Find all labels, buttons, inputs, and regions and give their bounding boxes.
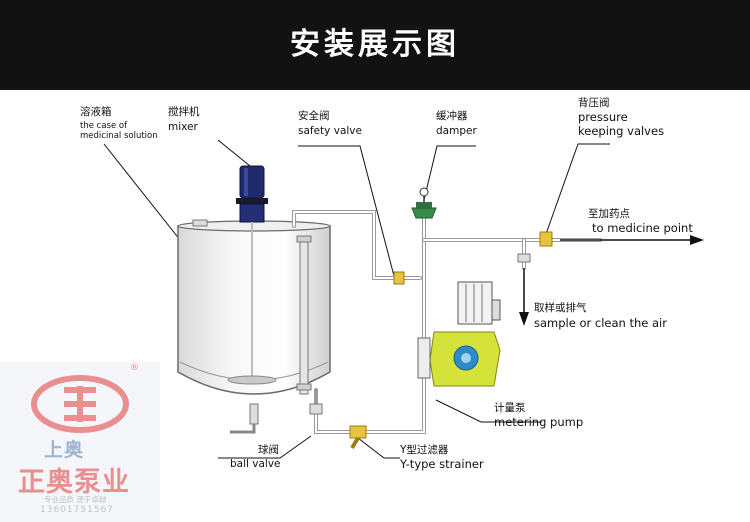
- label-pressure-en2: keeping valves: [578, 124, 665, 138]
- label-mixer-cn: 搅拌机: [168, 106, 200, 118]
- brand-name-1: 上奥: [44, 439, 85, 461]
- title-banner: 安装展示图: [0, 0, 750, 90]
- safety-valve: [393, 271, 405, 285]
- brand-watermark-logo: [0, 362, 160, 522]
- label-pump-cn: 计量泵: [494, 402, 526, 414]
- pipework: [292, 210, 602, 434]
- leader-lines: [103, 139, 610, 459]
- label-pump-en: metering pump: [494, 415, 584, 429]
- label-strainer-en: Y-type strainer: [400, 457, 484, 471]
- label-medicine-en: to medicine point: [592, 221, 693, 235]
- label-safety-en: safety valve: [298, 125, 362, 137]
- label-tank-cn: 溶液箱: [80, 106, 112, 118]
- damper: [411, 187, 437, 219]
- page-title: 安装展示图: [290, 27, 460, 62]
- label-damper-en: damper: [436, 125, 477, 137]
- label-pressure-cn: 背压阀: [578, 97, 610, 109]
- solution-tank: [177, 219, 331, 434]
- brand-slogan: 专业品质 源于卓越: [44, 495, 107, 504]
- installation-diagram: [103, 139, 704, 459]
- registered-mark: ®: [130, 363, 139, 373]
- brand-phone: 13601751567: [40, 505, 114, 515]
- pressure-valve: [539, 231, 553, 247]
- label-ball-en: ball valve: [230, 458, 281, 470]
- label-sample-en: sample or clean the air: [534, 316, 667, 330]
- label-safety-cn: 安全阀: [298, 110, 330, 122]
- metering-pump: [417, 281, 501, 387]
- label-damper-cn: 缓冲器: [436, 110, 468, 122]
- label-sample-cn: 取样或排气: [534, 302, 587, 314]
- label-ball-cn: 球阀: [258, 444, 279, 456]
- sample-valve: [517, 253, 531, 263]
- flow-arrow: [519, 235, 704, 326]
- brand-name-2: 正奥泵业: [18, 467, 130, 498]
- mixer: [227, 165, 277, 385]
- ball-valve: [309, 403, 323, 415]
- label-tank-en1: the case of: [80, 121, 128, 131]
- y-strainer: [349, 425, 367, 450]
- label-mixer-en: mixer: [168, 121, 198, 133]
- label-pressure-en1: pressure: [578, 110, 628, 124]
- label-tank-en2: medicinal solution: [80, 131, 158, 141]
- label-medicine-cn: 至加药点: [588, 208, 630, 220]
- label-strainer-cn: Y型过滤器: [400, 444, 449, 456]
